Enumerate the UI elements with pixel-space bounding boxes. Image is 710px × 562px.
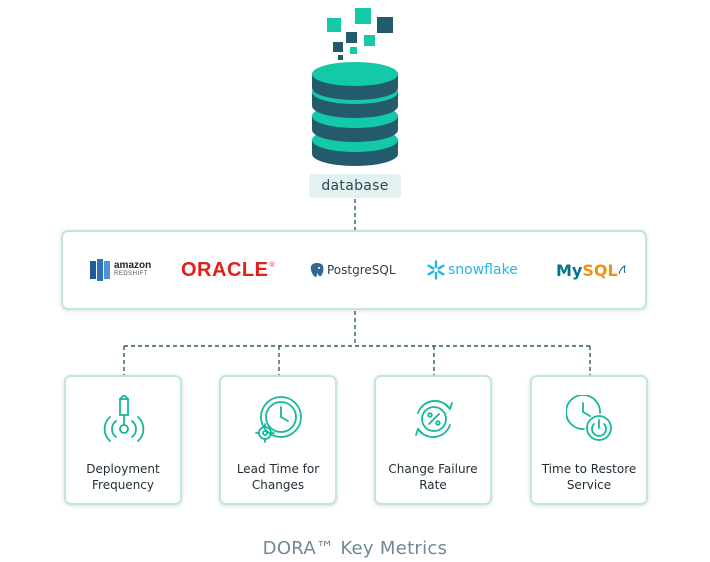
metric-label-line1: Time to Restore xyxy=(541,462,637,476)
vendor-oracle: ORACLE ® xyxy=(181,232,275,308)
metric-label: Change Failure Rate xyxy=(380,461,486,493)
oracle-logo-text: ORACLE xyxy=(181,258,269,281)
postgresql-text: PostgreSQL xyxy=(327,263,396,277)
redshift-text: REDSHIFT xyxy=(114,271,148,277)
mysql-text-my: My xyxy=(556,260,583,280)
snowflake-text: snowflake xyxy=(448,262,518,278)
database-icon xyxy=(312,8,398,166)
metric-label-line2: Service xyxy=(566,478,612,492)
amazon-text: amazon xyxy=(114,260,152,271)
metric-label-line1: Lead Time for xyxy=(236,462,320,476)
redshift-icon xyxy=(90,259,110,281)
vendor-snowflake: snowflake xyxy=(426,232,518,308)
metric-label: Deployment Frequency xyxy=(70,461,176,493)
metric-card-change-failure-rate: Change Failure Rate xyxy=(374,375,492,505)
database-vendors-panel: amazon REDSHIFT ORACLE ® PostgreSQL snow… xyxy=(61,230,647,310)
broadcast-arrow-icon xyxy=(103,395,145,442)
postgresql-elephant-icon xyxy=(310,263,324,277)
diagram-caption: DORA™ Key Metrics xyxy=(262,538,448,559)
registered-mark: ® xyxy=(269,261,275,269)
metric-card-lead-time: Lead Time for Changes xyxy=(219,375,337,505)
mysql-text-sql: SQL xyxy=(582,260,618,280)
metric-card-deployment-frequency: Deployment Frequency xyxy=(64,375,182,505)
vendor-mysql: My SQL xyxy=(556,232,626,308)
metric-label-line2: Rate xyxy=(419,478,447,492)
metric-label-line1: Deployment xyxy=(86,462,160,476)
clock-power-icon xyxy=(566,395,612,441)
clock-gear-icon xyxy=(255,396,302,443)
vendor-amazon-redshift: amazon REDSHIFT xyxy=(89,232,151,308)
metric-label: Lead Time for Changes xyxy=(225,461,331,493)
database-label: database xyxy=(309,174,401,198)
mysql-dolphin-icon xyxy=(618,265,626,275)
snowflake-icon xyxy=(427,260,445,280)
metric-label-line2: Frequency xyxy=(92,478,154,492)
percent-cycle-icon xyxy=(415,400,453,438)
metric-label-line1: Change Failure xyxy=(388,462,478,476)
metric-label: Time to Restore Service xyxy=(536,461,642,493)
vendor-postgresql: PostgreSQL xyxy=(309,232,396,308)
metric-card-time-to-restore: Time to Restore Service xyxy=(530,375,648,505)
metric-label-line2: Changes xyxy=(251,478,305,492)
